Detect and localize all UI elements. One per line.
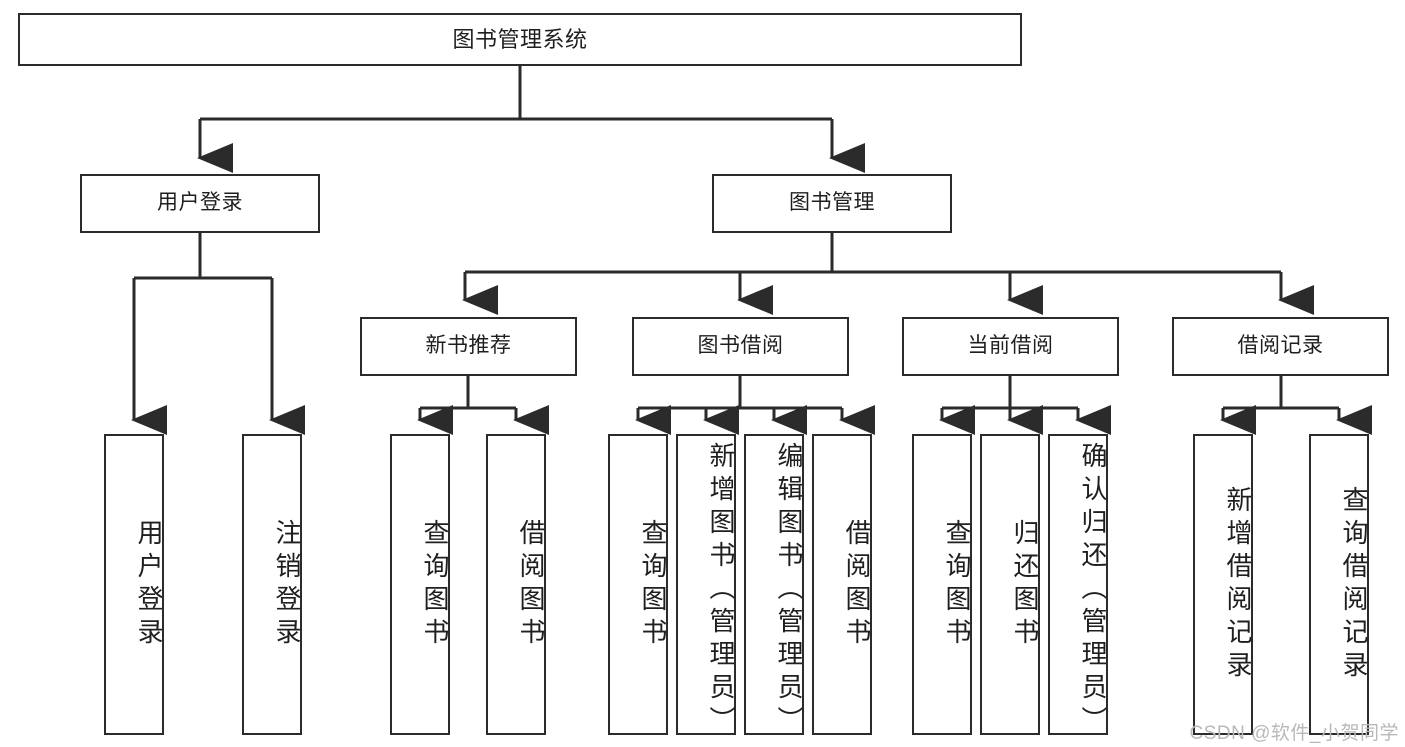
node-label: 编辑图书（管理员） (774, 442, 802, 739)
node-label: 确认归还（管理员） (1078, 442, 1106, 739)
node-label: 图书管理系统 (452, 26, 588, 52)
leaf-record-query-record[interactable]: 查询借阅记录 (1309, 434, 1369, 735)
node-label: 注销登录 (272, 518, 300, 651)
leaf-user-login-logout[interactable]: 注销登录 (242, 434, 302, 735)
leaf-current-return-book[interactable]: 归还图书 (980, 434, 1040, 735)
leaf-borrow-query-book[interactable]: 查询图书 (608, 434, 668, 735)
leaf-new-book-query[interactable]: 查询图书 (390, 434, 450, 735)
node-book-borrow[interactable]: 图书借阅 (632, 317, 849, 376)
node-label: 当前借阅 (967, 334, 1054, 358)
watermark: CSDN @软件_小贺同学 (1189, 723, 1399, 744)
node-user-login[interactable]: 用户登录 (80, 174, 320, 233)
leaf-borrow-add-book[interactable]: 新增图书（管理员） (676, 434, 736, 739)
node-label: 用户登录 (157, 191, 243, 215)
node-label: 查询图书 (638, 518, 666, 651)
node-borrow-record[interactable]: 借阅记录 (1172, 317, 1389, 376)
leaf-user-login-login[interactable]: 用户登录 (104, 434, 164, 735)
node-label: 新增借阅记录 (1223, 485, 1251, 684)
node-label: 新书推荐 (425, 334, 512, 358)
node-label: 图书管理 (789, 191, 875, 215)
node-new-book-recommend[interactable]: 新书推荐 (360, 317, 577, 376)
node-label: 归还图书 (1010, 518, 1038, 651)
leaf-borrow-borrow-book[interactable]: 借阅图书 (812, 434, 872, 735)
node-label: 借阅图书 (516, 518, 544, 651)
node-label: 图书借阅 (697, 334, 784, 358)
node-label: 查询图书 (420, 518, 448, 651)
leaf-current-query-book[interactable]: 查询图书 (912, 434, 972, 735)
leaf-record-add-record[interactable]: 新增借阅记录 (1193, 434, 1253, 735)
node-label: 借阅记录 (1237, 334, 1324, 358)
node-current-borrow[interactable]: 当前借阅 (902, 317, 1119, 376)
node-label: 查询借阅记录 (1339, 485, 1367, 684)
leaf-new-book-borrow[interactable]: 借阅图书 (486, 434, 546, 735)
node-label: 查询图书 (942, 518, 970, 651)
leaf-current-confirm-return[interactable]: 确认归还（管理员） (1048, 434, 1108, 739)
node-label: 新增图书（管理员） (706, 442, 734, 739)
node-root-system[interactable]: 图书管理系统 (18, 13, 1022, 66)
leaf-borrow-edit-book[interactable]: 编辑图书（管理员） (744, 434, 804, 739)
node-book-management[interactable]: 图书管理 (712, 174, 952, 233)
node-label: 用户登录 (134, 518, 162, 651)
node-label: 借阅图书 (842, 518, 870, 651)
